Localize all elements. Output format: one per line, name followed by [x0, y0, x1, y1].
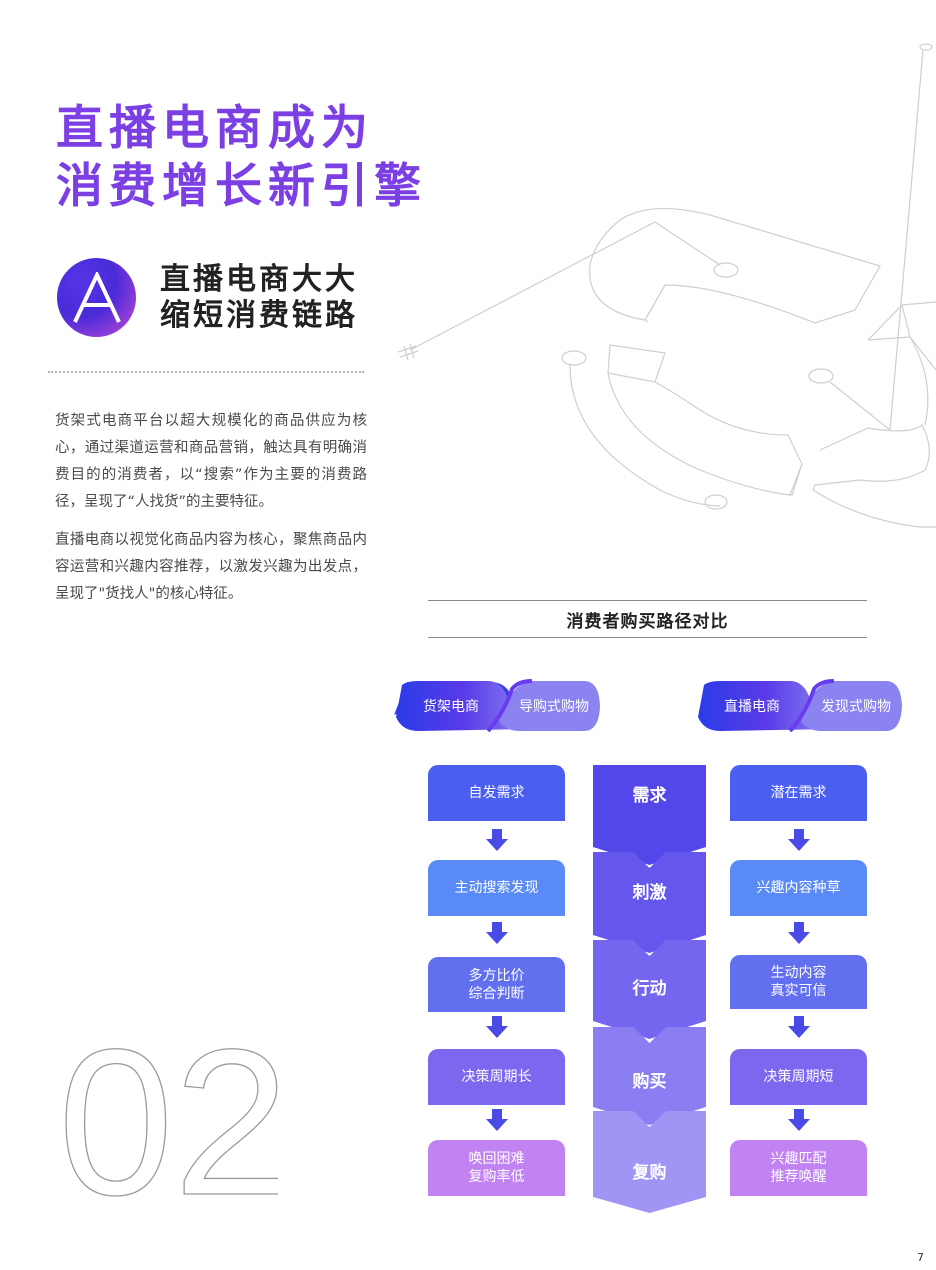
- right-step-1-text: 潜在需求: [770, 785, 827, 801]
- subtitle-line2: 缩短消费链路: [160, 298, 358, 333]
- page-number: 7: [917, 1251, 924, 1264]
- stage-chevron-5: [593, 1111, 706, 1213]
- left-step-2: 主动搜索发现: [428, 860, 565, 916]
- right-step-4: 决策周期短: [730, 1049, 867, 1105]
- right-header-ribbon: 直播电商 发现式购物: [694, 677, 904, 735]
- dotted-divider: [48, 371, 364, 373]
- left-step-4: 决策周期长: [428, 1049, 565, 1105]
- left-step-1-text: 自发需求: [468, 785, 525, 801]
- down-arrow-icon: [788, 1016, 810, 1038]
- left-step-2-text: 主动搜索发现: [454, 880, 539, 896]
- down-arrow-icon: [788, 1109, 810, 1131]
- left-header-ribbon: 货架电商 导购式购物: [392, 677, 602, 735]
- stage-chevron-2: [593, 852, 706, 953]
- right-step-2-text: 兴趣内容种草: [756, 880, 841, 896]
- left-step-5-line2: 复购率低: [468, 1169, 525, 1185]
- section-number-outline: 02: [58, 1018, 278, 1208]
- left-step-5: 唤回困难 复购率低: [428, 1140, 565, 1196]
- stage-purchase: 购买: [632, 1072, 667, 1092]
- page-title-line2: 消费增长新引擎: [56, 159, 427, 214]
- stage-action: 行动: [632, 979, 667, 999]
- subtitle-line1: 直播电商大大: [160, 262, 358, 297]
- right-header-mode: 发现式购物: [821, 699, 891, 715]
- stage-repurchase: 复购: [632, 1163, 667, 1183]
- ribbon-shape-left: [394, 679, 600, 733]
- paragraph-live-ecommerce: 直播电商以视觉化商品内容为核心，聚焦商品内容运营和兴趣内容推荐，以激发兴趣为出发…: [55, 532, 367, 602]
- down-arrow-icon: [486, 1016, 508, 1038]
- right-step-5-line2: 推荐唤醒: [770, 1169, 827, 1185]
- down-arrow-icon: [788, 922, 810, 944]
- diagram-title-bar: 消费者购买路径对比: [428, 600, 867, 638]
- left-step-5-line1: 唤回困难: [468, 1151, 525, 1167]
- diagram-title: 消费者购买路径对比: [566, 611, 729, 632]
- letter-a-mark: [72, 271, 121, 323]
- down-arrow-icon: [486, 922, 508, 944]
- section-subtitle: 直播电商大大 缩短消费链路: [160, 262, 358, 334]
- right-step-5-line1: 兴趣匹配: [770, 1151, 827, 1167]
- right-step-1: 潜在需求: [730, 765, 867, 821]
- decorative-3d-line-art: [397, 43, 936, 528]
- left-step-4-text: 决策周期长: [461, 1069, 532, 1085]
- right-header-platform: 直播电商: [724, 699, 780, 715]
- left-step-3-line2: 综合判断: [468, 985, 525, 1002]
- stage-chevron-column: [593, 765, 706, 1215]
- left-step-1: 自发需求: [428, 765, 565, 821]
- letter-badge: [57, 258, 136, 337]
- right-step-3: 生动内容 真实可信: [730, 955, 867, 1009]
- section-number-text: 02: [58, 1018, 278, 1208]
- right-step-5: 兴趣匹配 推荐唤醒: [730, 1140, 867, 1196]
- left-header-platform: 货架电商: [423, 699, 479, 715]
- stage-chevron-3: [593, 940, 706, 1039]
- ribbon-shape-right: [698, 679, 902, 733]
- right-step-3-line2: 真实可信: [770, 983, 827, 999]
- stage-chevron-4: [593, 1027, 706, 1125]
- right-step-3-line1: 生动内容: [770, 965, 827, 981]
- page-title: 直播电商成为 消费增长新引擎: [56, 100, 456, 216]
- stage-chevron-1: [593, 765, 706, 865]
- stage-stimulus: 刺激: [632, 883, 667, 903]
- paragraph-shelf-ecommerce: 货架式电商平台以超大规模化的商品供应为核心，通过渠道运营和商品营销，触达具有明确…: [55, 413, 367, 510]
- down-arrow-icon: [486, 829, 508, 851]
- right-step-4-text: 决策周期短: [763, 1069, 834, 1085]
- left-step-3: 多方比价 综合判断: [428, 957, 565, 1012]
- down-arrow-icon: [788, 829, 810, 851]
- right-step-2: 兴趣内容种草: [730, 860, 867, 916]
- left-step-3-line1: 多方比价: [468, 967, 525, 984]
- down-arrow-icon: [486, 1109, 508, 1131]
- stage-demand: 需求: [632, 786, 667, 806]
- page-title-line1: 直播电商成为: [56, 101, 374, 156]
- left-header-mode: 导购式购物: [519, 699, 589, 715]
